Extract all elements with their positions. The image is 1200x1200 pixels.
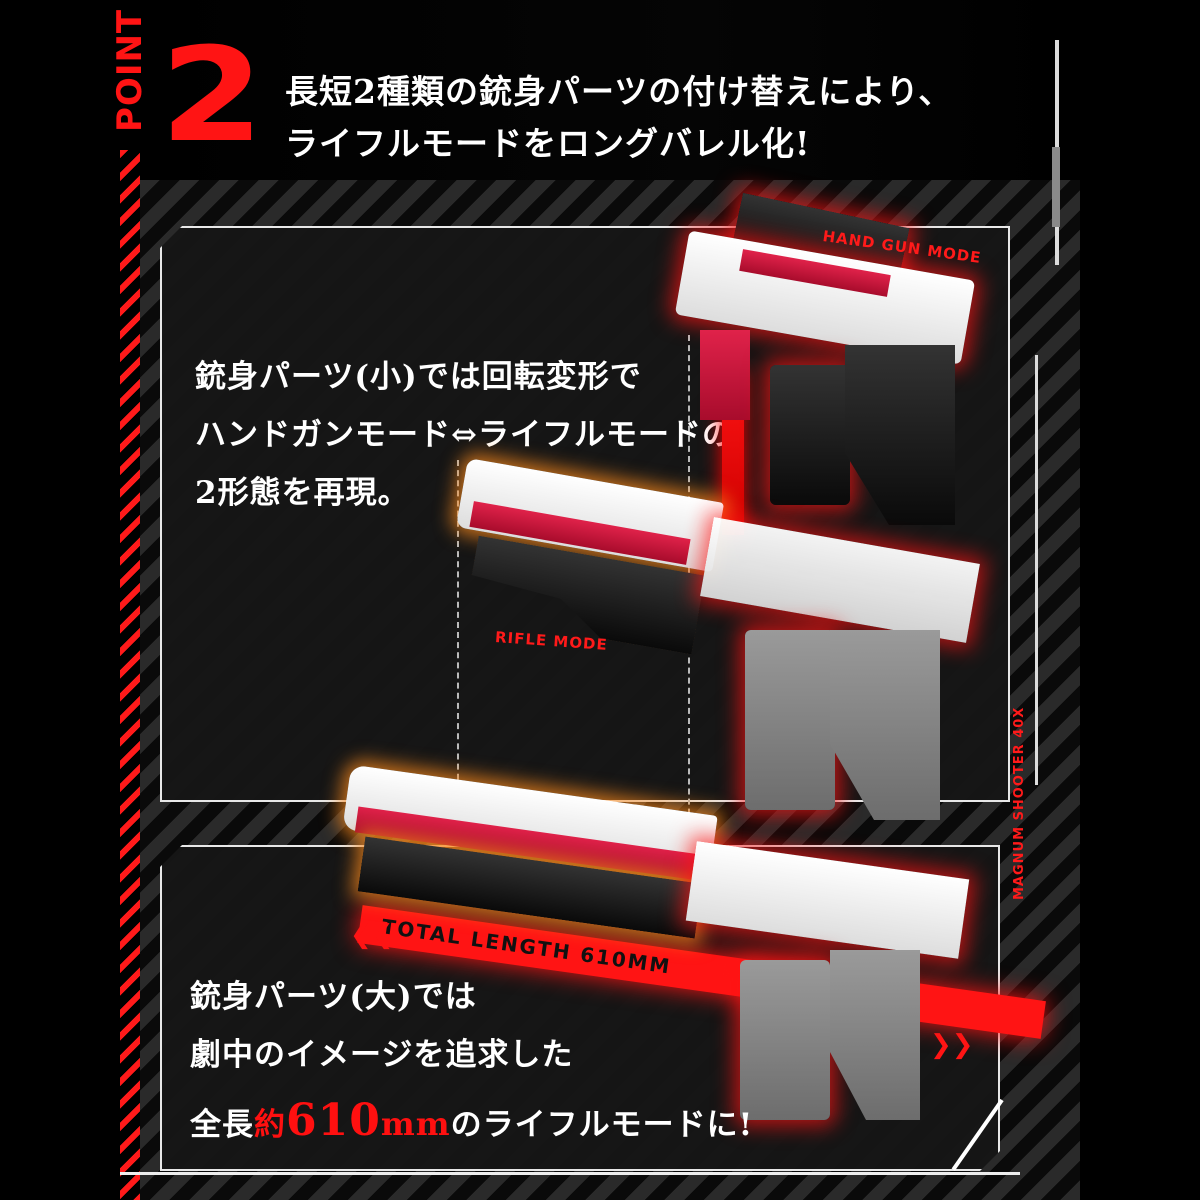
panel2-text: 銃身パーツ(大)では 劇中のイメージを追求した 全長約610mmのライフルモード… <box>190 968 753 1154</box>
length-unit: mm <box>380 1105 451 1143</box>
total-prefix: 全長 <box>190 1107 254 1143</box>
red-striped-rail <box>120 150 140 1200</box>
product-name-vertical: MAGNUM SHOOTER 40X <box>1012 706 1027 900</box>
panel1-line-2: ハンドガンモード⇔ライフルモードの <box>195 417 734 453</box>
panel2-line-3: 全長約610mmのライフルモードに! <box>190 1092 753 1154</box>
panel2-line-2: 劇中のイメージを追求した <box>190 1037 574 1073</box>
side-frame-mid <box>1035 355 1038 785</box>
chevron-left-icon: ❮❮ <box>350 920 394 950</box>
point-number: 2 <box>160 19 265 171</box>
panel2-line-1: 銃身パーツ(大)では <box>190 979 477 1015</box>
headline-line-1: 長短2種類の銃身パーツの付け替えにより、 <box>285 72 953 111</box>
length-value: 610 <box>286 1095 381 1146</box>
header-background <box>140 0 1070 180</box>
total-suffix: のライフルモードに! <box>450 1107 754 1143</box>
side-frame-bar <box>1052 147 1060 227</box>
bottom-frame-line <box>120 1172 1020 1175</box>
panel1-text: 銃身パーツ(小)では回転変形で ハンドガンモード⇔ライフルモードの 2形態を再現… <box>195 348 734 522</box>
approx-text: 約 <box>254 1107 286 1143</box>
point-label-text: POINT <box>110 8 150 132</box>
headline-line-2: ライフルモードをロングバレル化! <box>285 124 811 163</box>
panel1-line-3: 2形態を再現。 <box>195 475 410 511</box>
chevron-right-icon: ❯❯ <box>930 1030 974 1060</box>
dashed-guide-left <box>457 460 459 800</box>
panel1-line-1: 銃身パーツ(小)では回転変形で <box>195 359 642 395</box>
point-label: POINT <box>108 0 150 150</box>
headline: 長短2種類の銃身パーツの付け替えにより、 ライフルモードをロングバレル化! <box>285 66 952 170</box>
